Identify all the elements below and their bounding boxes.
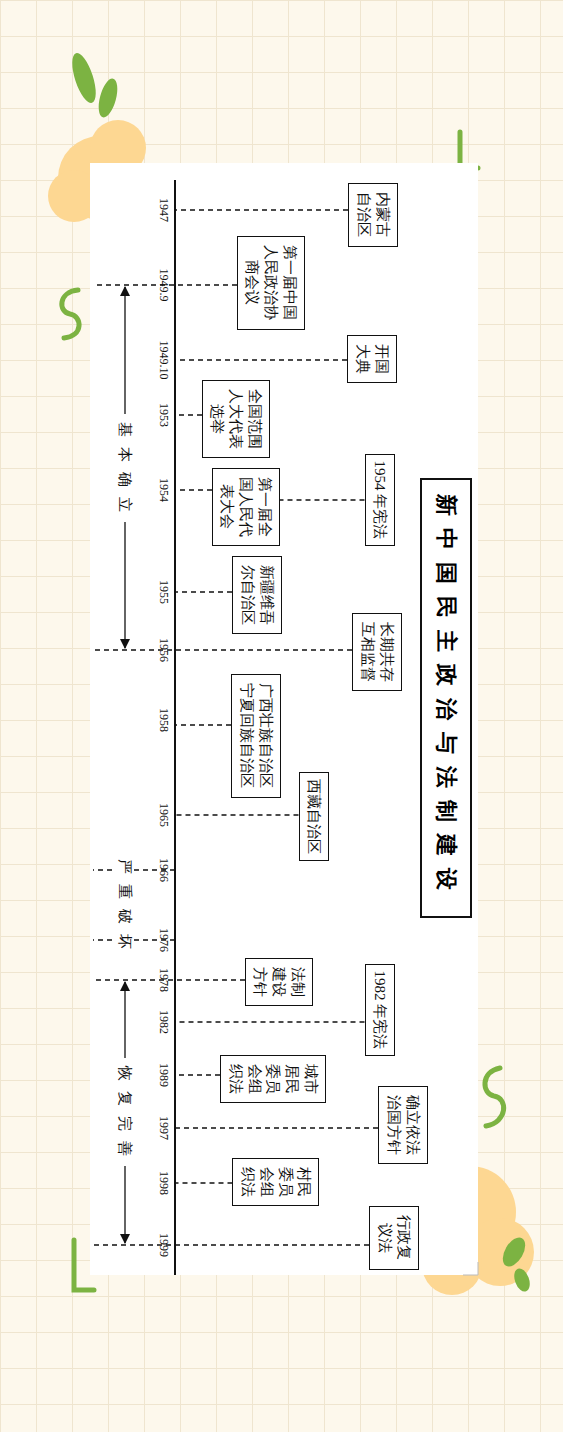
corner-mark: [463, 1262, 478, 1275]
year-label: 1953: [156, 403, 171, 427]
event-text: 法制建设方针: [251, 965, 307, 1000]
year-label: 1949.10: [156, 341, 171, 380]
event-box: 广西壮族自治区 宁夏回族自治区: [232, 674, 282, 798]
event-box: 村民委员会组织法: [233, 1158, 320, 1207]
leader-line: [175, 414, 202, 415]
event-box: 内蒙古自治区: [349, 183, 399, 247]
period-label: 恢复完善: [116, 1058, 135, 1166]
event-box: 西藏自治区: [299, 772, 330, 861]
event-text: 内蒙古自治区: [355, 190, 393, 240]
event-box: 第一届全国人民代表大会: [212, 468, 280, 547]
event-box: 确立依法治国方针: [379, 1086, 429, 1165]
event-box: 开国大典: [348, 335, 398, 384]
white-panel: [90, 163, 478, 1275]
period-label: 严重破坏: [116, 851, 135, 959]
year-label: 1966: [156, 858, 171, 882]
event-text: 长期共存 互相监督: [359, 620, 397, 685]
year-label: 1978: [156, 968, 171, 992]
year-label: 1954: [156, 478, 171, 502]
leader-line: [175, 359, 347, 360]
leader-line: [93, 649, 352, 650]
event-text: 1982 年宪法: [371, 971, 390, 1050]
event-text: 城市居民委员会组织法: [226, 1062, 320, 1097]
period-label: 基本确立: [116, 414, 135, 522]
green-swirl: [62, 132, 504, 1290]
leader-line: [175, 1182, 233, 1183]
leader-line: [175, 1021, 365, 1022]
event-box: 城市居民委员会组织法: [220, 1055, 326, 1104]
title: 新中国民主政治与法制建设: [431, 494, 461, 902]
year-label: 1998: [156, 1171, 171, 1195]
year-label: 1955: [156, 580, 171, 604]
event-box: 全国范围人大代表选举: [202, 380, 270, 459]
year-label: 1956: [156, 638, 171, 662]
year-label: 1976: [156, 928, 171, 952]
leader-line: [175, 1074, 220, 1075]
event-text: 新疆维吾尔自治区: [239, 563, 277, 628]
event-text: 第一届全国人民代表大会: [218, 475, 274, 540]
year-label: 1999: [156, 1233, 171, 1257]
leader-line: [175, 1127, 378, 1128]
event-text: 全国范围人大代表选举: [208, 387, 264, 452]
year-label: 1949.9: [156, 269, 171, 302]
time-axis: [174, 180, 176, 1275]
leader-line: [175, 814, 299, 815]
year-label: 1947: [156, 198, 171, 222]
title-box: 新中国民主政治与法制建设: [420, 478, 472, 918]
event-box: 新疆维吾尔自治区: [233, 556, 283, 635]
event-box: 行政复议法: [370, 1206, 420, 1270]
event-text: 广西壮族自治区 宁夏回族自治区: [238, 681, 276, 791]
year-label: 1982: [156, 1010, 171, 1034]
event-box: 法制建设方针: [245, 958, 313, 1007]
year-label: 1965: [156, 803, 171, 827]
year-label: 1997: [156, 1116, 171, 1140]
event-text: 确立依法治国方针: [385, 1093, 423, 1158]
leader-line: [280, 499, 365, 500]
leader-line: [93, 1244, 369, 1245]
event-box: 1954 年宪法: [365, 454, 396, 547]
leader-line: [175, 209, 348, 210]
event-text: 西藏自治区: [305, 779, 324, 854]
leader-line: [175, 591, 232, 592]
event-text: 1954 年宪法: [371, 461, 390, 540]
green-leaf: [67, 50, 532, 1293]
year-label: 1989: [156, 1063, 171, 1087]
year-label: 1958: [156, 708, 171, 732]
event-box: 第一届中国人民政治协商会议: [237, 236, 305, 330]
event-text: 开国大典: [354, 342, 392, 377]
orange-blob: [48, 120, 534, 1295]
leader-line: [175, 489, 212, 490]
event-box: 1982 年宪法: [365, 964, 396, 1057]
leader-line: [175, 724, 231, 725]
event-text: 村民委员会组织法: [239, 1165, 314, 1200]
event-text: 第一届中国人民政治协商会议: [243, 243, 299, 323]
event-text: 行政复议法: [376, 1213, 414, 1263]
event-box: 长期共存 互相监督: [353, 613, 403, 692]
